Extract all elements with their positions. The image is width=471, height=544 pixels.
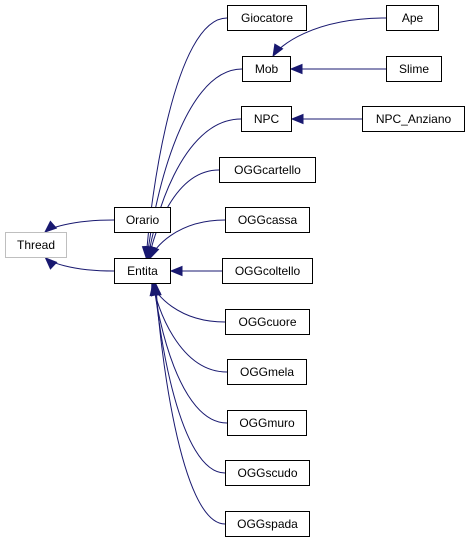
- arrowhead-slime-to-mob: [289, 63, 303, 75]
- node-giocatore[interactable]: Giocatore: [227, 5, 307, 31]
- arrowhead-oggcoltello-to-entita: [169, 265, 183, 277]
- node-entita[interactable]: Entita: [114, 258, 171, 284]
- node-oggmuro[interactable]: OGGmuro: [227, 410, 307, 436]
- edge-orario-to-thread: [44, 219, 115, 233]
- node-ape[interactable]: Ape: [386, 5, 439, 31]
- arrowhead-entita-to-thread: [44, 257, 58, 270]
- node-oggcoltello[interactable]: OGGcoltello: [222, 258, 313, 284]
- arrowhead-orario-to-thread: [44, 220, 58, 233]
- edge-mob-to-entita: [146, 68, 243, 259]
- arrowhead-ape-to-mob: [272, 43, 284, 58]
- edge-oggspada-to-entita: [155, 283, 226, 525]
- node-oggscudo[interactable]: OGGscudo: [225, 460, 310, 486]
- arrowhead-npc_anziano-to-npc: [290, 113, 304, 125]
- arrowhead-oggspada-to-entita: [151, 282, 162, 296]
- node-npc[interactable]: NPC: [241, 106, 292, 132]
- node-oggcassa[interactable]: OGGcassa: [225, 207, 310, 233]
- node-oggspada[interactable]: OGGspada: [225, 511, 310, 537]
- edge-entita-to-thread: [45, 257, 115, 272]
- node-oggcartello[interactable]: OGGcartello: [219, 157, 316, 183]
- node-thread: Thread: [5, 232, 67, 258]
- node-orario[interactable]: Orario: [114, 207, 171, 233]
- node-oggmela[interactable]: OGGmela: [227, 359, 307, 385]
- node-mob[interactable]: Mob: [242, 56, 291, 82]
- edge-oggscudo-to-entita: [154, 283, 226, 474]
- arrowhead-oggcassa-to-entita: [149, 245, 160, 260]
- edge-oggmela-to-entita: [152, 283, 228, 373]
- node-oggcuore[interactable]: OGGcuore: [225, 309, 310, 335]
- node-npc-anziano[interactable]: NPC_Anziano: [362, 106, 465, 132]
- edge-npc-to-entita: [147, 118, 242, 259]
- node-slime[interactable]: Slime: [386, 56, 442, 82]
